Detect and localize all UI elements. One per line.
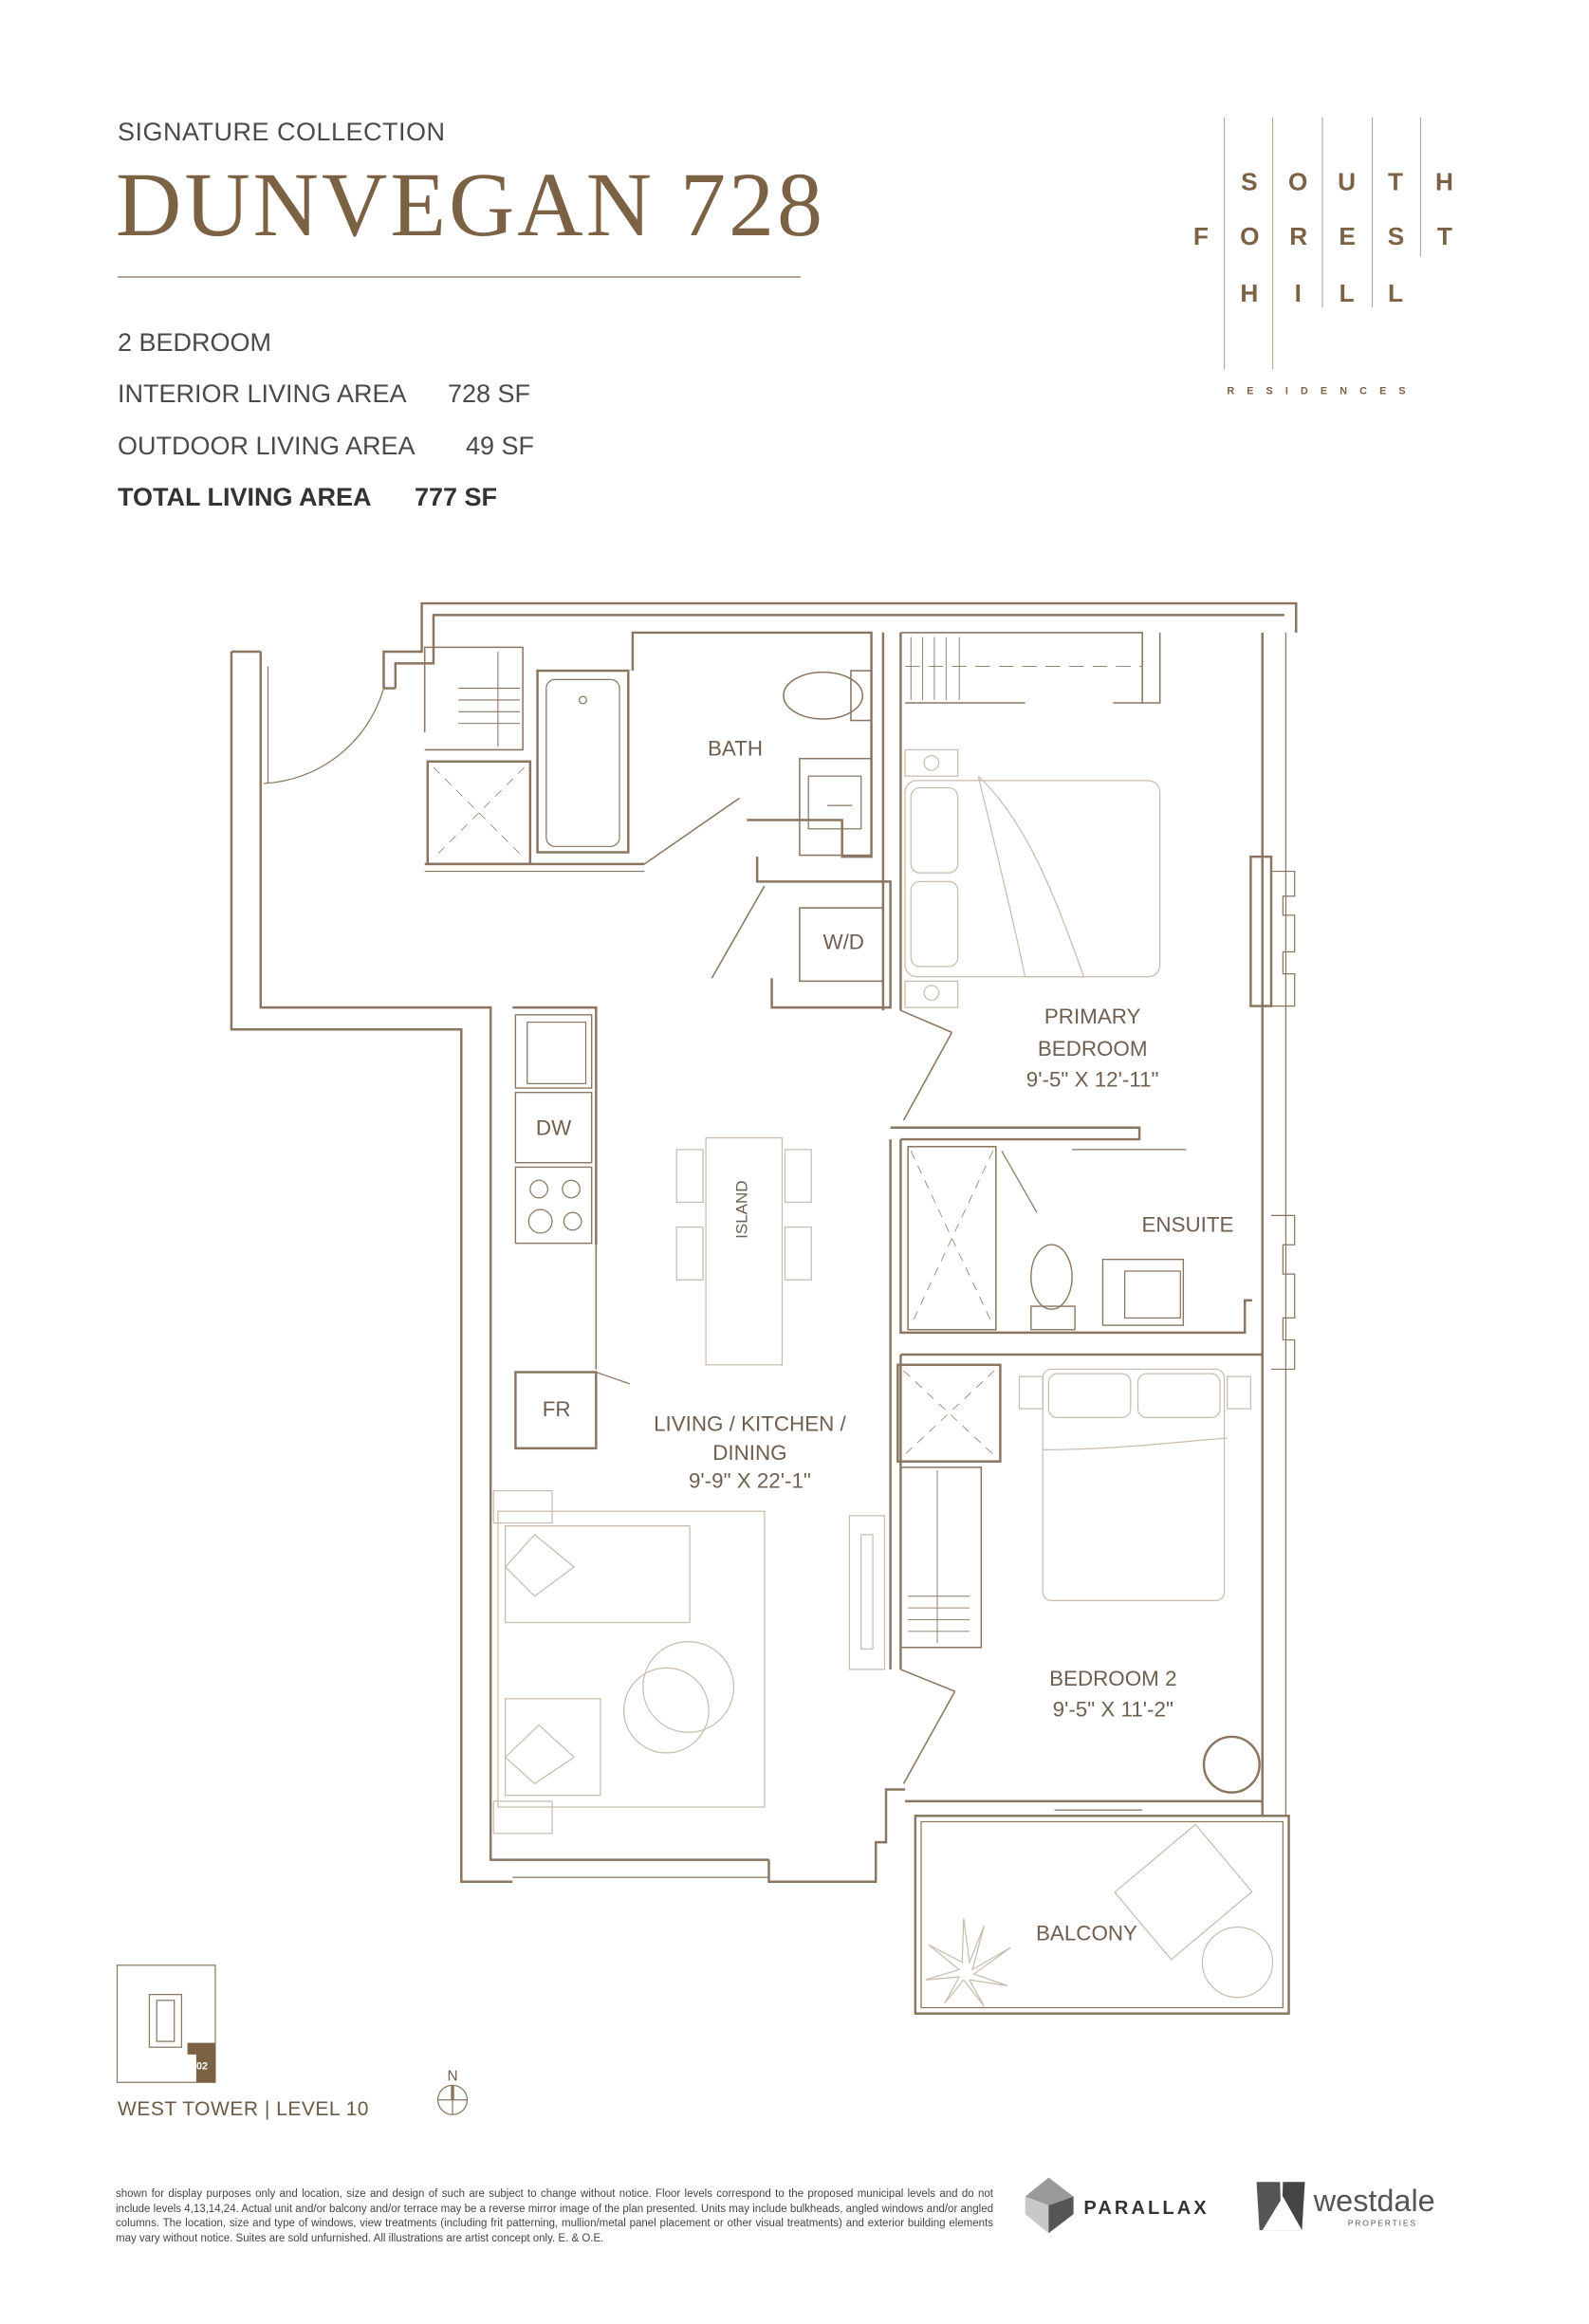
bedroom-count: 2 BEDROOM [118,328,272,357]
logo-letter: S [1388,222,1405,250]
logo-letter: T [1437,222,1452,250]
collection-label: SIGNATURE COLLECTION [118,118,446,146]
appliance-label-fr: FR [543,1397,571,1421]
logo-letter: O [1240,222,1259,250]
keyplan-unit-number: 02 [196,2060,208,2072]
room-label-wd: W/D [822,930,864,953]
room-label-living: LIVING / KITCHEN / [654,1411,846,1435]
room-label-bedroom: BEDROOM [1038,1037,1148,1061]
logo-letter: L [1340,279,1355,307]
room-label-bedroom2: BEDROOM 2 [1049,1667,1176,1690]
total-area-row: TOTAL LIVING AREA 777 SF [118,483,687,512]
page-title: DUNVEGAN 728 [116,154,825,255]
interior-area-row: INTERIOR LIVING AREA 728 SF [118,379,687,409]
outdoor-area-value: 49 SF [466,432,535,460]
room-label-bath: BATH [708,737,763,761]
parallax-logo: PARALLAX [1025,2177,1209,2234]
room-label-ensuite: ENSUITE [1142,1212,1234,1236]
logo-letter: S [1241,168,1258,196]
logo-residences: RESIDENCES [1227,385,1417,397]
room-label-primary: PRIMARY [1044,1005,1141,1028]
logo-letter: I [1295,279,1302,307]
tower-level-label: WEST TOWER | LEVEL 10 [118,2098,369,2120]
logo-letter: O [1288,168,1307,196]
keyplan: 02 N [116,1964,469,2115]
westdale-subtitle: PROPERTIES [1348,2219,1417,2228]
legal-disclaimer: shown for display purposes only and loca… [116,2188,994,2244]
westdale-logo: westdale PROPERTIES [1256,2182,1435,2231]
logo-letter: T [1388,168,1403,196]
room-label-island: ISLAND [732,1181,750,1239]
appliance-label-dw: DW [536,1116,572,1139]
logo-letter: L [1388,279,1403,307]
logo-letter: U [1338,168,1356,196]
floor-plan [230,601,1298,2015]
logo-letter: F [1193,222,1209,250]
outdoor-area-label: OUTDOOR LIVING AREA [118,432,416,460]
room-labels: BATH W/D PRIMARY BEDROOM 9'-5" X 12'-11"… [536,737,1234,1946]
parallax-wordmark: PARALLAX [1083,2198,1209,2219]
logo-letter: E [1339,222,1355,250]
bedroom2-dimensions: 9'-5" X 11'-2" [1053,1697,1173,1721]
total-area-label: TOTAL LIVING AREA [118,483,372,511]
room-label-dining: DINING [712,1441,786,1465]
logo-letter: R [1289,222,1307,250]
total-area-value: 777 SF [415,483,498,511]
logo-letter: H [1240,279,1258,307]
living-dimensions: 9'-9" X 22'-1" [689,1468,811,1492]
room-label-balcony: BALCONY [1036,1922,1137,1946]
south-forest-hill-logo [1223,117,1422,370]
logo-letter: H [1435,168,1453,196]
westdale-wordmark: westdale [1313,2184,1435,2218]
north-arrow-label: N [447,2069,457,2085]
interior-area-value: 728 SF [448,379,531,408]
outdoor-area-row: OUTDOOR LIVING AREA 49 SF [118,432,687,461]
primary-bedroom-dimensions: 9'-5" X 12'-11" [1026,1067,1159,1091]
interior-area-label: INTERIOR LIVING AREA [118,379,407,408]
title-divider [118,276,801,278]
